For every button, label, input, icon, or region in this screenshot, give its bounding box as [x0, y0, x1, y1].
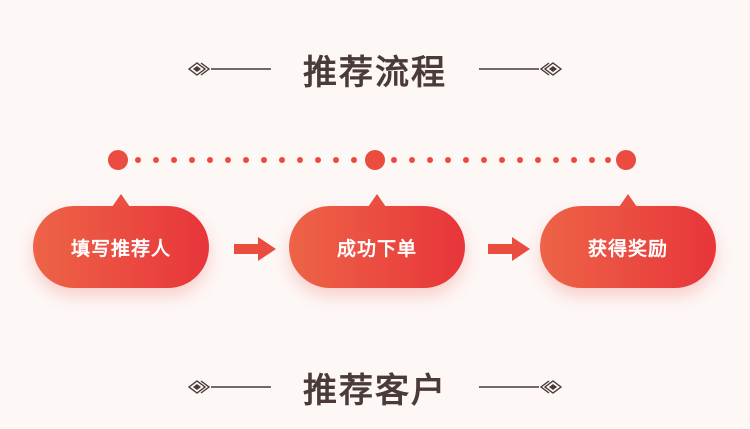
ornament-left-icon	[187, 62, 271, 76]
step-fill-referrer: 填写推荐人	[33, 194, 209, 288]
step-label: 成功下单	[336, 237, 417, 260]
process-timeline	[108, 150, 636, 170]
section-title-customers: 推荐客户	[303, 370, 447, 411]
timeline-node-1	[108, 150, 128, 170]
step-order-success: 成功下单	[289, 194, 465, 288]
timeline-dots	[135, 157, 611, 163]
step-label: 获得奖励	[587, 237, 668, 260]
timeline-node-2	[365, 150, 385, 170]
arrow-right-icon	[488, 237, 530, 261]
ornament-right-icon	[479, 380, 563, 394]
customers-heading: 推荐客户	[0, 362, 750, 412]
section-title-process: 推荐流程	[303, 52, 447, 93]
timeline-node-3	[616, 150, 636, 170]
step-label: 填写推荐人	[70, 237, 171, 260]
process-heading: 推荐流程	[0, 44, 750, 94]
ornament-right-icon	[479, 62, 563, 76]
step-get-reward: 获得奖励	[540, 194, 716, 288]
ornament-left-icon	[187, 380, 271, 394]
arrow-right-icon	[234, 237, 276, 261]
